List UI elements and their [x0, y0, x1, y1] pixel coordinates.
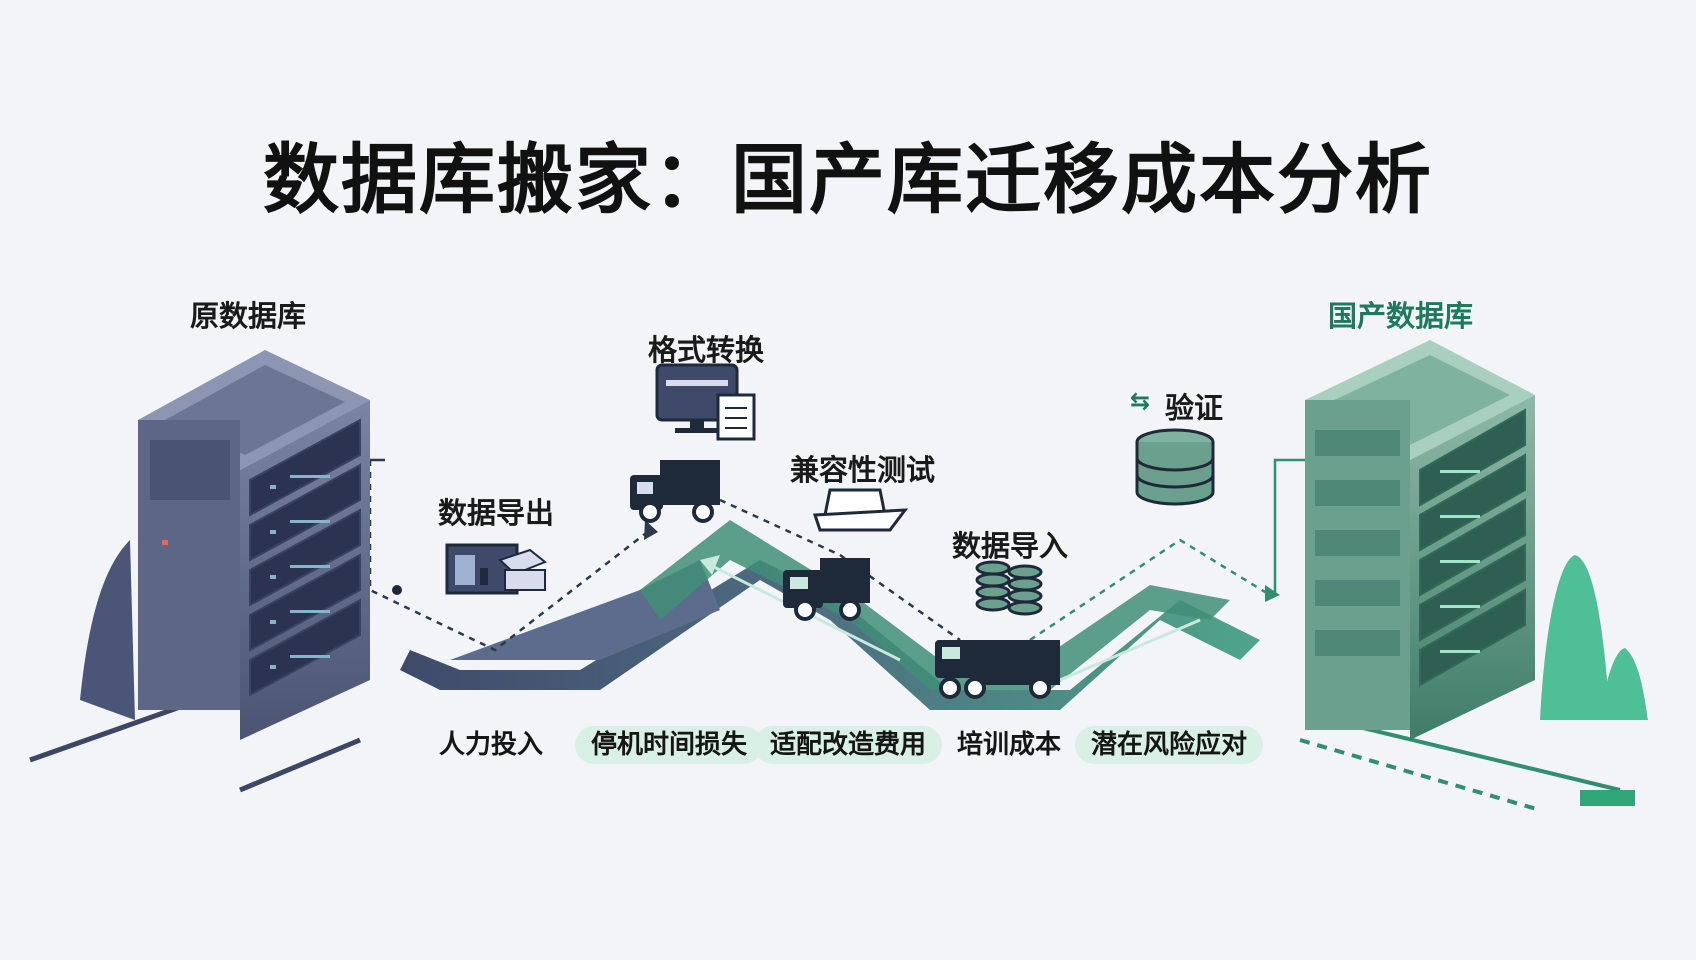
step-export-label: 数据导出	[438, 496, 555, 530]
road-arrow-line-2	[1059, 618, 1201, 682]
cost-item-adaptation: 适配改造费用	[754, 726, 943, 764]
cost-item-risk: 潜在风险应对	[1075, 726, 1264, 764]
flow-dashes-green	[1029, 538, 1271, 642]
source-server	[138, 350, 370, 740]
step-convert-label: 格式转换	[648, 333, 765, 367]
verify-icon	[1135, 428, 1215, 506]
source-db-label: 原数据库	[190, 299, 307, 333]
flow-node	[392, 585, 402, 595]
step-verify-label: 验证	[1165, 391, 1224, 425]
flow-arrow-1	[644, 520, 658, 540]
cost-item-downtime: 停机时间损失	[575, 726, 764, 764]
target-server	[1305, 340, 1535, 740]
road-arrow-head	[700, 555, 720, 575]
cost-item-labor: 人力投入	[439, 730, 544, 760]
target-db-label: 国产数据库	[1328, 299, 1474, 333]
ground-slab-right	[1580, 790, 1635, 806]
left-hill	[80, 540, 135, 720]
convert-icon	[655, 363, 756, 441]
export-icon	[445, 543, 547, 595]
truck-icon-3	[935, 640, 1060, 699]
right-hill	[1540, 555, 1610, 720]
test-icon	[812, 488, 909, 532]
migration-road	[400, 560, 1260, 710]
step-import-label: 数据导入	[952, 529, 1069, 563]
ground-lines-right	[1299, 718, 1621, 812]
right-hill-small	[1600, 648, 1648, 720]
verify-prefix-icon: ⇆	[1130, 387, 1151, 415]
step-test-label: 兼容性测试	[790, 453, 936, 487]
import-icon	[975, 560, 1043, 616]
road-ridge	[640, 520, 1230, 690]
target-connector	[1273, 458, 1305, 595]
ground-lines-left	[29, 697, 361, 793]
truck-icon-2	[783, 558, 870, 621]
page-title: 数据库搬家：国产库迁移成本分析	[263, 135, 1433, 224]
cost-item-training: 培训成本	[957, 730, 1062, 760]
flow-arrow-2	[1265, 585, 1280, 602]
truck-icon-1	[630, 460, 720, 523]
